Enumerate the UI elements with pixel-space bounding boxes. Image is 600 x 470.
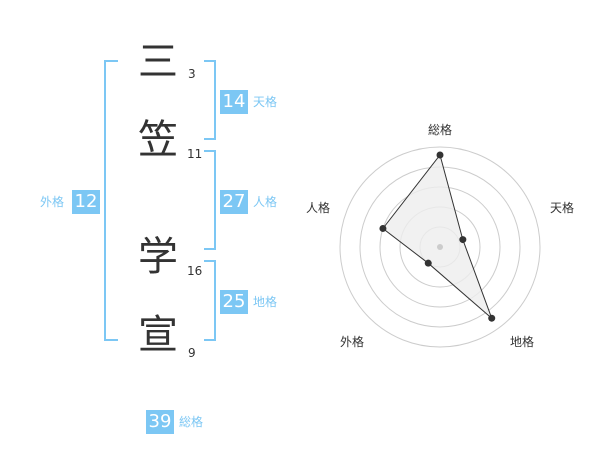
gaikaku-value: 12 [72,190,100,214]
radar-label-chikaku: 地格 [510,335,535,349]
radar-ring [339,146,541,348]
soukaku-label: 総格 [179,415,204,429]
stroke-count-2: 11 [187,147,203,161]
tenkaku-bracket [204,60,216,140]
chikaku-bracket [204,260,216,341]
name-char-1: 三 [138,39,178,85]
radar-label-tenkaku: 天格 [550,201,575,215]
name-char-3: 学 [138,234,178,280]
jinkaku-label: 人格 [253,195,278,209]
stroke-count-3: 16 [187,264,203,278]
radar-chart [339,146,541,348]
jinkaku-value: 27 [220,190,248,214]
name-char-4: 宣 [138,312,178,358]
gaikaku-label: 外格 [40,195,65,209]
stroke-count-4: 9 [188,346,196,360]
radar-label-soukaku: 総格 [428,123,453,137]
radar-center-dot [437,244,443,250]
name-char-2: 笠 [138,117,178,163]
stroke-count-1: 3 [188,67,196,81]
radar-point [488,314,496,322]
radar-point [459,236,467,244]
radar-polygon [382,153,493,319]
soukaku-value: 39 [146,410,174,434]
chikaku-value: 25 [220,290,248,314]
radar-label-jinkaku: 人格 [306,201,331,215]
gaikaku-bracket [104,60,118,341]
tenkaku-label: 天格 [253,95,278,109]
radar-point [424,259,432,267]
radar-point [379,224,387,232]
tenkaku-value: 14 [220,90,248,114]
radar-label-gaikaku: 外格 [340,335,365,349]
chikaku-label: 地格 [253,295,278,309]
jinkaku-bracket [204,150,216,250]
radar-point [436,151,444,159]
